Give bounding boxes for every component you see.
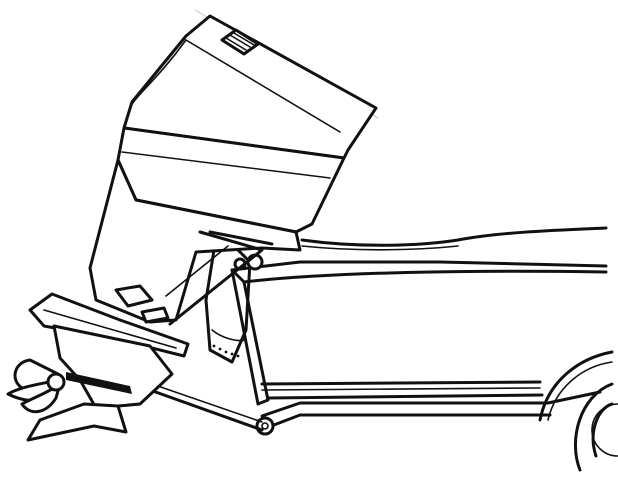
trailer-frame — [255, 350, 614, 436]
boat-hull — [230, 226, 608, 406]
propeller — [6, 358, 66, 414]
motor-midsection — [88, 158, 302, 324]
tilt-support-bar — [148, 383, 264, 432]
skeg — [26, 402, 128, 442]
cowling-vent — [220, 28, 260, 56]
trailer-wheel — [573, 382, 618, 472]
outboard-motor — [6, 14, 378, 442]
